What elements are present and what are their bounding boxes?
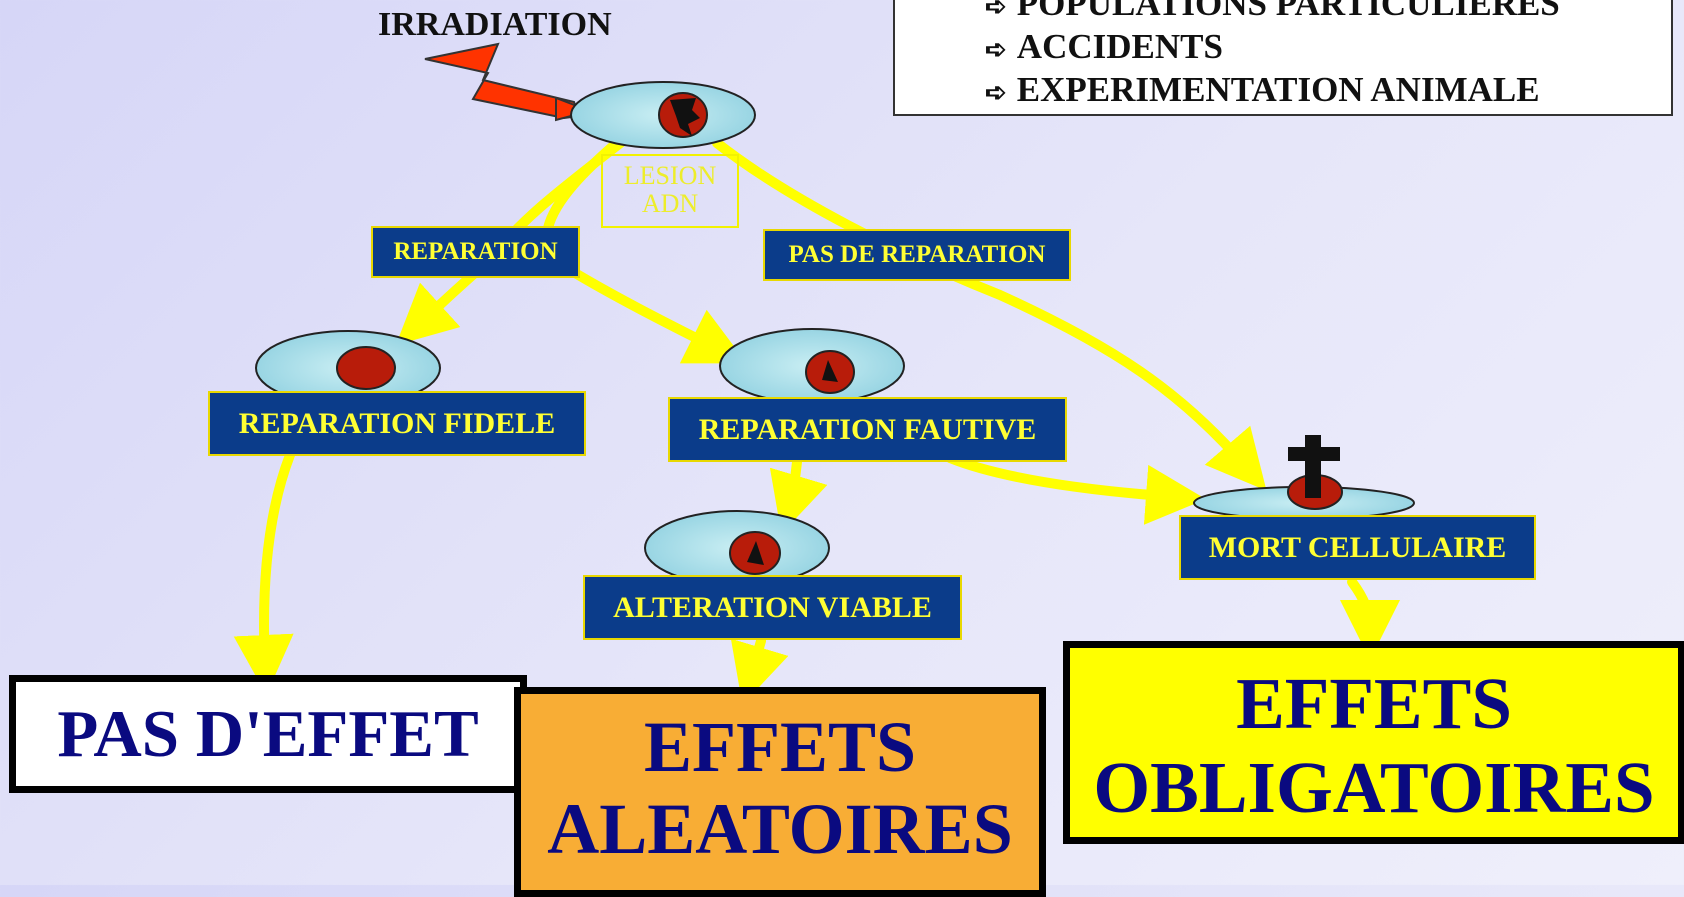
- mutation-mark-icon: [822, 360, 838, 382]
- source-item: ➪EXPERIMENTATION ANIMALE: [985, 70, 1540, 109]
- arrow-right-icon: ➪: [985, 78, 1007, 107]
- cell-fidele: [255, 330, 441, 406]
- cell-viable: [644, 510, 830, 586]
- mutation-mark-icon: [747, 541, 764, 565]
- arrow-to-mort: [712, 138, 1267, 491]
- cross-icon: [1288, 435, 1340, 498]
- cell-irradiated: [570, 81, 756, 149]
- diagram-title: IRRADIATION: [378, 6, 612, 43]
- dna-damage-icon: [670, 98, 700, 136]
- arrow-right-icon: ➪: [985, 35, 1007, 64]
- arrow-fidele-to-pas-effet: [233, 450, 295, 695]
- label-mort-cellulaire: MORT CELLULAIRE: [1179, 515, 1536, 580]
- arrow-fautive-to-viable: [769, 457, 828, 534]
- cell-dead: [1193, 435, 1415, 520]
- sources-box: ➪POPULATIONS PARTICULIERES ➪ACCIDENTS ➪E…: [893, 0, 1673, 116]
- label-alteration-viable: ALTERATION VIABLE: [583, 575, 962, 640]
- arrow-to-fautive: [565, 265, 747, 364]
- label-reparation-fautive: REPARATION FAUTIVE: [668, 397, 1067, 462]
- source-item: ➪POPULATIONS PARTICULIERES: [985, 0, 1671, 25]
- label-reparation: REPARATION: [371, 226, 580, 278]
- lesion-adn-label: LESION ADN: [601, 154, 739, 228]
- arrow-viable-to-aleatoires: [730, 636, 789, 705]
- outcome-effets-obligatoires: EFFETS OBLIGATOIRES: [1063, 641, 1684, 844]
- arrow-mort-to-obligatoires: [1339, 577, 1400, 660]
- label-pas-de-reparation: PAS DE REPARATION: [763, 229, 1071, 281]
- arrow-right-icon: ➪: [985, 0, 1007, 21]
- source-item: ➪ACCIDENTS: [985, 27, 1223, 66]
- outcome-pas-effet: PAS D'EFFET: [9, 675, 527, 793]
- cell-fautive: [719, 328, 905, 404]
- arrow-reparation-branch: [543, 135, 625, 233]
- label-reparation-fidele: REPARATION FIDELE: [208, 391, 586, 456]
- arrow-fautive-to-mort: [945, 453, 1206, 525]
- outcome-effets-aleatoires: EFFETS ALEATOIRES: [514, 687, 1046, 897]
